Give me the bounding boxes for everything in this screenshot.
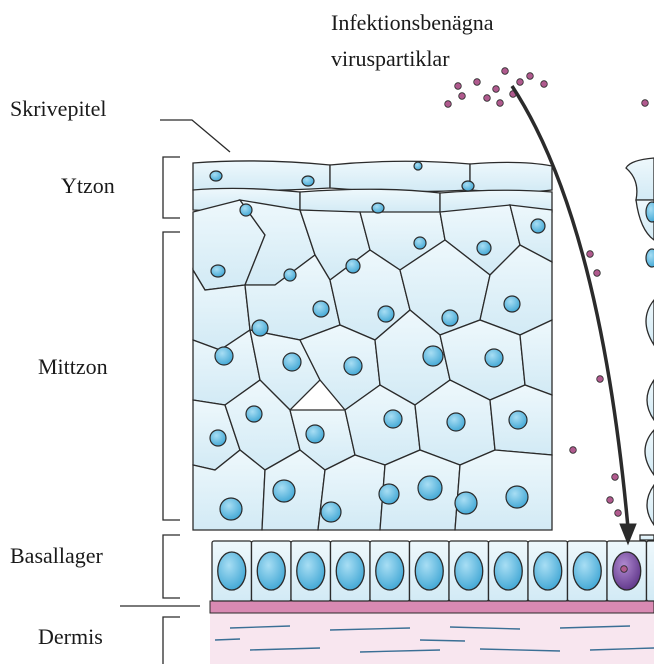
virus-particle — [445, 101, 452, 108]
virus-particle — [597, 376, 604, 383]
virus-particle — [541, 81, 548, 88]
nucleus — [506, 486, 528, 508]
nucleus — [504, 296, 520, 312]
nucleus — [485, 349, 503, 367]
nucleus — [257, 552, 285, 590]
nucleus — [273, 480, 295, 502]
nucleus — [218, 552, 246, 590]
nucleus — [252, 320, 268, 336]
nucleus — [447, 413, 465, 431]
nucleus — [210, 430, 226, 446]
nucleus — [534, 552, 562, 590]
virus-particle — [612, 474, 619, 481]
virus-particle — [517, 79, 524, 86]
nucleus — [415, 552, 443, 590]
nucleus — [215, 347, 233, 365]
middle-zone-label: Mittzon — [38, 354, 108, 380]
nucleus — [376, 552, 404, 590]
mid-cell — [455, 450, 552, 530]
nucleus — [344, 357, 362, 375]
nucleus — [442, 310, 458, 326]
dermis-label: Dermis — [38, 624, 103, 650]
nucleus — [378, 306, 394, 322]
nucleus — [283, 353, 301, 371]
virus-particle — [587, 251, 594, 258]
virus-particle — [455, 83, 462, 90]
virus-particle — [484, 95, 491, 102]
surface-cell — [300, 189, 440, 212]
nucleus — [220, 498, 242, 520]
nucleus — [573, 552, 601, 590]
virus-particle — [642, 100, 649, 107]
nucleus — [423, 346, 443, 366]
nucleus — [455, 552, 483, 590]
surface-cell — [330, 161, 470, 191]
nucleus — [384, 410, 402, 428]
nucleus — [297, 552, 325, 590]
basal-cell — [647, 541, 654, 601]
nucleus — [284, 269, 296, 281]
nucleus — [477, 241, 491, 255]
virus-particle — [607, 497, 614, 504]
virus-particle — [570, 447, 577, 454]
nucleus — [414, 162, 422, 170]
nucleus — [455, 492, 477, 514]
virus-particle — [621, 566, 628, 573]
nucleus — [306, 425, 324, 443]
nucleus — [211, 265, 225, 277]
basal-layer-cells — [212, 541, 654, 601]
nucleus — [302, 176, 314, 186]
nucleus — [210, 171, 222, 181]
virus-particle — [493, 86, 500, 93]
virus-particle — [502, 68, 509, 75]
virus-particle — [497, 100, 504, 107]
nucleus — [240, 204, 252, 216]
basement-membrane — [210, 601, 654, 613]
virus-particles-label-line2: viruspartiklar — [331, 45, 450, 72]
surface-zone-label: Ytzon — [61, 173, 115, 199]
nucleus — [531, 219, 545, 233]
basal-layer-label: Basallager — [10, 543, 103, 569]
virus-particle — [527, 73, 534, 80]
virus-particle — [615, 510, 622, 517]
nucleus — [336, 552, 364, 590]
epithelium-label: Skrivepitel — [10, 96, 107, 122]
nucleus — [246, 406, 262, 422]
virus-particle — [594, 270, 601, 277]
nucleus — [372, 203, 384, 213]
surface-cell — [470, 162, 552, 192]
dermis-tissue — [210, 612, 654, 664]
nucleus — [379, 484, 399, 504]
nucleus — [418, 476, 442, 500]
nucleus — [462, 181, 474, 191]
virus-particles-label-line1: Infektionsbenägna — [331, 9, 494, 36]
nucleus — [313, 301, 329, 317]
nucleus — [346, 259, 360, 273]
nucleus — [494, 552, 522, 590]
virus-particle — [459, 93, 466, 100]
nucleus — [321, 502, 341, 522]
nucleus — [414, 237, 426, 249]
nucleus — [509, 411, 527, 429]
virus-particle — [474, 79, 481, 86]
